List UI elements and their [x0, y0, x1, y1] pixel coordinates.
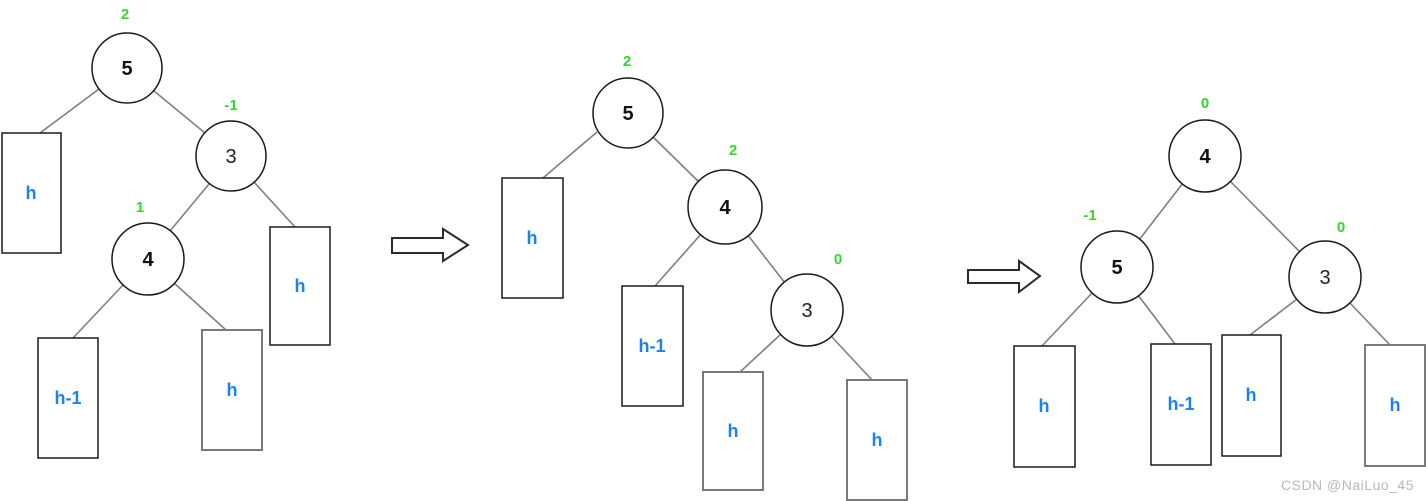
balance-factor-label: 2	[623, 53, 631, 70]
tree-edge	[72, 283, 125, 339]
subtree-box: h	[702, 371, 764, 491]
balance-factor-label: 2	[729, 142, 737, 159]
tree-after-right-rotation: h h-1 h h 5 2 4 2 3 0	[501, 53, 908, 501]
subtree-rect	[269, 226, 331, 346]
subtree-box: h	[1, 132, 62, 254]
tree-node: 3	[770, 273, 844, 347]
subtree-height-label: h	[728, 421, 739, 441]
tree-node: 5	[91, 32, 163, 104]
subtree-rect	[501, 177, 564, 299]
tree-node: 4	[111, 222, 185, 296]
subtree-height-label: h	[1390, 395, 1401, 415]
balance-factor-label: -1	[1083, 207, 1096, 224]
subtree-box: h	[201, 329, 263, 451]
subtree-height-label: h	[1246, 385, 1257, 405]
tree-node: 5	[592, 77, 664, 149]
node-circle	[770, 273, 844, 347]
tree-edge	[253, 181, 296, 228]
tree-edge	[169, 183, 210, 232]
tree-node: 5	[1080, 230, 1154, 304]
subtree-height-label: h-1	[1168, 394, 1195, 414]
tree-edge	[153, 90, 206, 134]
node-value: 4	[1199, 146, 1211, 168]
subtree-height-label: h	[295, 276, 306, 296]
balance-factor-label: 2	[121, 6, 129, 23]
subtree-box: h	[1221, 334, 1282, 457]
subtree-height-label: h-1	[55, 388, 82, 408]
subtree-height-label: h-1	[639, 336, 666, 356]
node-value: 5	[121, 58, 132, 80]
balance-factor-label: 1	[136, 199, 144, 216]
right-arrow-icon	[967, 259, 1042, 295]
node-value: 4	[719, 197, 731, 219]
tree-balanced: h h-1 h h 4 0 5 -1 3 0	[1013, 95, 1426, 468]
subtree-rect	[37, 337, 99, 459]
node-circle	[687, 169, 763, 245]
tree-node: 3	[195, 120, 267, 192]
tree-edge	[1137, 294, 1176, 345]
subtree-rect	[621, 285, 684, 407]
subtree-box: h	[1364, 344, 1426, 467]
node-circle	[1080, 230, 1154, 304]
tree-edge	[1229, 180, 1301, 253]
subtree-height-label: h	[872, 430, 883, 450]
tree-edge	[542, 131, 598, 179]
tree-node: 3	[1288, 240, 1362, 314]
tree-edge	[1348, 301, 1391, 346]
subtree-rect	[201, 329, 263, 451]
tree-edge	[1138, 182, 1184, 241]
subtree-height-label: h	[26, 183, 37, 203]
node-circle	[1168, 119, 1242, 193]
node-circle	[91, 32, 163, 104]
tree-edge	[654, 232, 703, 287]
subtree-box: h	[501, 177, 564, 299]
subtree-box: h	[269, 226, 331, 346]
subtree-rect	[1150, 343, 1212, 466]
tree-edge	[1249, 298, 1298, 336]
node-value: 4	[142, 249, 154, 271]
subtree-rect	[1364, 344, 1426, 467]
node-value: 3	[225, 146, 236, 168]
node-value: 5	[622, 103, 633, 125]
node-value: 3	[1319, 267, 1330, 289]
tree-node: 4	[687, 169, 763, 245]
tree-node: 4	[1168, 119, 1242, 193]
subtree-box: h	[846, 379, 908, 501]
watermark: CSDN @NaiLuo_45	[1281, 477, 1414, 493]
balance-factor-label: 0	[834, 251, 842, 268]
node-circle	[111, 222, 185, 296]
subtree-height-label: h	[227, 380, 238, 400]
balance-factor-label: 0	[1201, 95, 1209, 112]
tree-edge	[830, 335, 873, 381]
subtree-height-label: h	[527, 228, 538, 248]
subtree-box: h-1	[1150, 343, 1212, 466]
node-circle	[1288, 240, 1362, 314]
right-arrow-icon	[391, 227, 470, 263]
tree-unbalanced: h h-1 h h 5 2 3 -1 4 1	[1, 6, 331, 459]
subtree-rect	[846, 379, 908, 501]
node-circle	[592, 77, 664, 149]
node-value: 5	[1111, 257, 1122, 279]
balance-factor-label: 0	[1337, 219, 1345, 236]
tree-edge	[39, 88, 100, 134]
subtree-rect	[1013, 345, 1076, 468]
subtree-rect	[1, 132, 62, 254]
subtree-rect	[1221, 334, 1282, 457]
tree-edge	[739, 333, 782, 373]
tree-edge	[1041, 291, 1094, 347]
tree-edge	[652, 136, 701, 184]
subtree-box: h	[1013, 345, 1076, 468]
subtree-height-label: h	[1039, 396, 1050, 416]
node-value: 3	[801, 300, 812, 322]
node-circle	[195, 120, 267, 192]
tree-edge	[173, 282, 227, 331]
tree-edge	[746, 233, 786, 284]
subtree-rect	[702, 371, 764, 491]
subtree-box: h-1	[621, 285, 684, 407]
balance-factor-label: -1	[224, 97, 237, 114]
subtree-box: h-1	[37, 337, 99, 459]
